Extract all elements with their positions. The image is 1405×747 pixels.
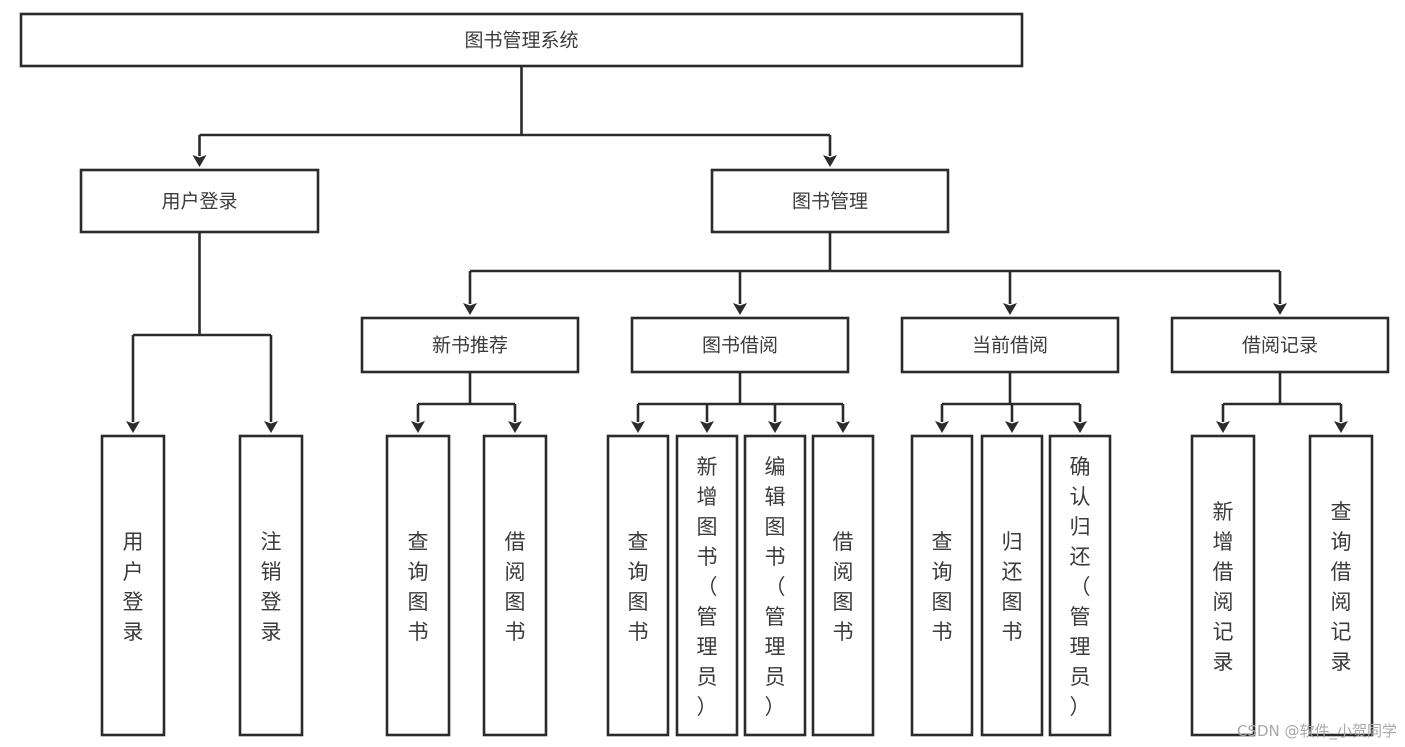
node-label: 新书推荐 — [432, 335, 508, 357]
node-box — [743, 434, 807, 737]
node-label: 借阅记录 — [1242, 335, 1318, 357]
node-label: 借阅图书 — [505, 530, 526, 644]
node-box — [900, 316, 1120, 374]
node-label: 查询图书 — [932, 530, 953, 644]
node-label: 查询图书 — [408, 530, 429, 644]
node-box — [980, 434, 1044, 737]
node-label: 编辑图书（管理员） — [765, 455, 786, 719]
nodes-layer: 图书管理系统用户登录图书管理新书推荐图书借阅当前借阅借阅记录用户登录注销登录查询… — [19, 12, 1390, 737]
node-box — [811, 434, 875, 737]
node-leaf-add-book[interactable]: 新增图书（管理员） — [675, 434, 739, 737]
node-label: 图书管理系统 — [464, 30, 578, 52]
node-current-borrow[interactable]: 当前借阅 — [900, 316, 1120, 374]
csdn-watermark: CSDN @软件_小贺同学 — [1236, 722, 1397, 740]
node-box — [360, 316, 580, 374]
node-leaf-logout[interactable]: 注销登录 — [238, 434, 304, 737]
node-label: 用户登录 — [123, 530, 144, 644]
node-leaf-user-login[interactable]: 用户登录 — [100, 434, 166, 737]
node-leaf-edit-book[interactable]: 编辑图书（管理员） — [743, 434, 807, 737]
node-box — [606, 434, 670, 737]
node-label: 当前借阅 — [972, 335, 1048, 357]
node-label: 用户登录 — [161, 191, 237, 213]
node-label: 注销登录 — [261, 530, 282, 644]
node-book-manage[interactable]: 图书管理 — [710, 168, 950, 234]
node-leaf-add-record[interactable]: 新增借阅记录 — [1190, 434, 1256, 737]
node-box — [1308, 434, 1374, 737]
node-label: 借阅图书 — [833, 530, 854, 644]
node-root[interactable]: 图书管理系统 — [19, 12, 1024, 68]
node-leaf-confirm-return[interactable]: 确认归还（管理员） — [1048, 434, 1112, 737]
node-box — [1190, 434, 1256, 737]
node-box — [238, 434, 304, 737]
node-label: 新增图书（管理员） — [697, 455, 718, 719]
node-leaf-return-book[interactable]: 归还图书 — [980, 434, 1044, 737]
node-label: 新增借阅记录 — [1213, 500, 1234, 674]
node-label: 图书管理 — [792, 191, 868, 213]
node-new-book-rec[interactable]: 新书推荐 — [360, 316, 580, 374]
node-box — [1170, 316, 1390, 374]
node-label: 查询借阅记录 — [1331, 500, 1352, 674]
node-label: 查询图书 — [628, 530, 649, 644]
node-box — [675, 434, 739, 737]
node-leaf-query-record[interactable]: 查询借阅记录 — [1308, 434, 1374, 737]
node-box — [482, 434, 548, 737]
node-label: 确认归还（管理员） — [1070, 455, 1091, 719]
node-box — [1048, 434, 1112, 737]
node-box — [385, 434, 451, 737]
node-leaf-query-book-1[interactable]: 查询图书 — [385, 434, 451, 737]
node-box — [100, 434, 166, 737]
node-box — [79, 168, 320, 234]
node-box — [910, 434, 974, 737]
node-box — [630, 316, 850, 374]
node-box — [710, 168, 950, 234]
node-leaf-query-book-3[interactable]: 查询图书 — [910, 434, 974, 737]
node-leaf-borrow-book-2[interactable]: 借阅图书 — [811, 434, 875, 737]
connectors-layer — [126, 66, 1348, 433]
node-label: 归还图书 — [1002, 530, 1023, 644]
node-leaf-borrow-book-1[interactable]: 借阅图书 — [482, 434, 548, 737]
node-leaf-query-book-2[interactable]: 查询图书 — [606, 434, 670, 737]
node-user-login[interactable]: 用户登录 — [79, 168, 320, 234]
node-box — [19, 12, 1024, 68]
node-borrow-record[interactable]: 借阅记录 — [1170, 316, 1390, 374]
node-book-borrow[interactable]: 图书借阅 — [630, 316, 850, 374]
node-label: 图书借阅 — [702, 335, 778, 357]
